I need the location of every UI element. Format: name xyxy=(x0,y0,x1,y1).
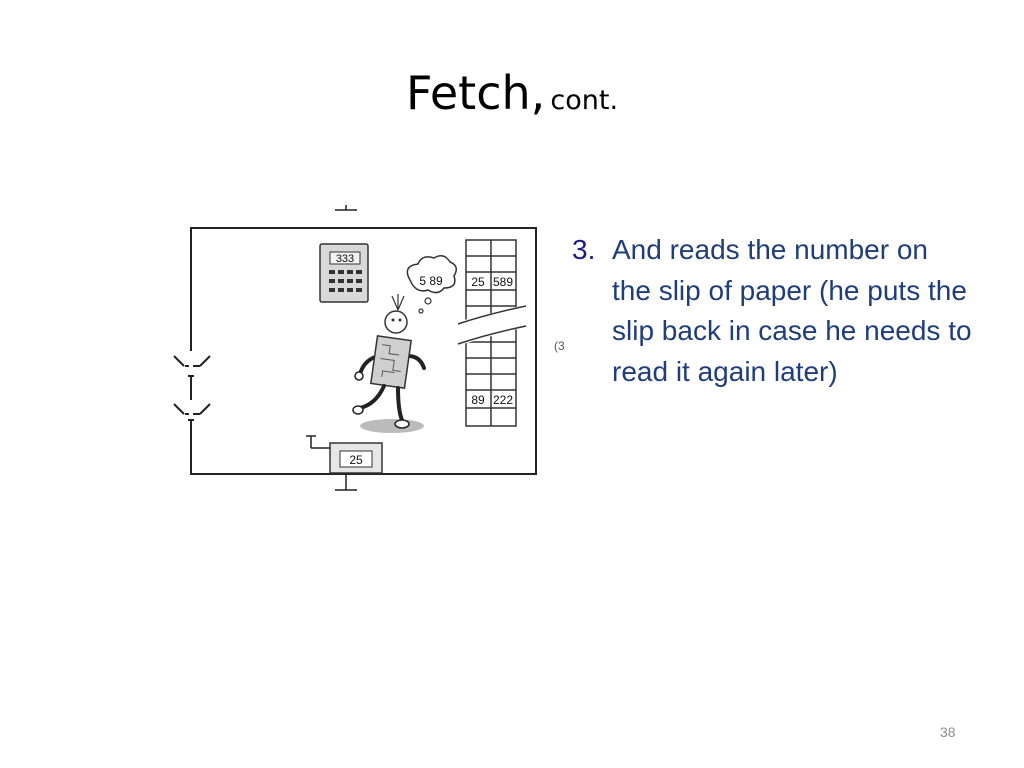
thought-bubble: 5 89 xyxy=(406,255,457,314)
bullet-text: And reads the number on the slip of pape… xyxy=(612,234,972,387)
calculator: 333 xyxy=(319,243,369,303)
bullet-number: 3. xyxy=(572,234,596,265)
slip-register: 25 xyxy=(306,435,383,491)
memory-top-value: 589 xyxy=(493,275,513,289)
thought-bubble-value: 5 89 xyxy=(419,274,443,288)
calculator-display: 333 xyxy=(336,253,354,265)
left-switch-upper xyxy=(173,351,211,377)
memory-bottom-value: 222 xyxy=(493,393,513,407)
cropped-mark: (3 xyxy=(554,339,565,353)
slip-value: 25 xyxy=(349,453,363,467)
memory-bottom-address: 89 xyxy=(471,393,485,407)
memory-break xyxy=(456,304,528,346)
memory-top-address: 25 xyxy=(471,275,485,289)
chip-character xyxy=(352,294,426,433)
bullet-point: 3. And reads the number on the slip of p… xyxy=(572,230,972,392)
title-main: Fetch, xyxy=(405,66,546,120)
slide-title: Fetch, cont. xyxy=(0,66,1024,120)
left-switch-lower xyxy=(173,400,211,421)
page-number: 38 xyxy=(940,724,956,740)
title-sub: cont. xyxy=(550,85,619,116)
fetch-illustration: 333 5 89 25 589 89 222 (3 xyxy=(173,205,565,491)
